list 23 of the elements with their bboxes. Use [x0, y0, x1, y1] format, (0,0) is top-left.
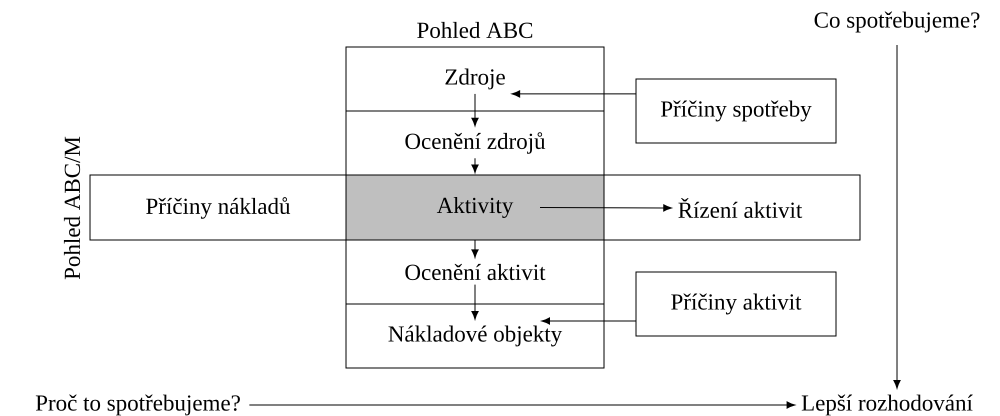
arrow — [471, 240, 479, 258]
arrow — [512, 90, 636, 98]
cell-text: Zdroje — [445, 68, 505, 90]
highlighted-box: Aktivity — [346, 174, 604, 240]
cell-text: Nákladové objekty — [388, 326, 562, 346]
arrow — [471, 93, 479, 126]
node-label: Pohled ABC — [417, 22, 532, 38]
band-text: Příčiny nákladů — [146, 197, 290, 219]
result-text: Lepší rozhodování — [802, 394, 973, 416]
cell-text: Ocenění zdrojů — [405, 132, 546, 154]
question-text: Proč to spotřebujeme? — [36, 394, 240, 416]
band-text: Řízení aktivit — [678, 198, 802, 218]
arrow — [471, 158, 479, 174]
node-label: Pohled ABC/M — [64, 136, 80, 280]
arrow — [541, 317, 636, 325]
driver-box: Příčiny spotřeby — [636, 78, 836, 144]
arrow — [471, 284, 479, 320]
arrow — [893, 44, 901, 389]
cell-text: Ocenění aktivit — [405, 264, 546, 280]
arrow — [248, 401, 796, 409]
arrow — [540, 204, 672, 212]
driver-box: Příčiny aktivit — [636, 272, 836, 336]
question-text: Co spotřebujeme? — [814, 12, 980, 32]
